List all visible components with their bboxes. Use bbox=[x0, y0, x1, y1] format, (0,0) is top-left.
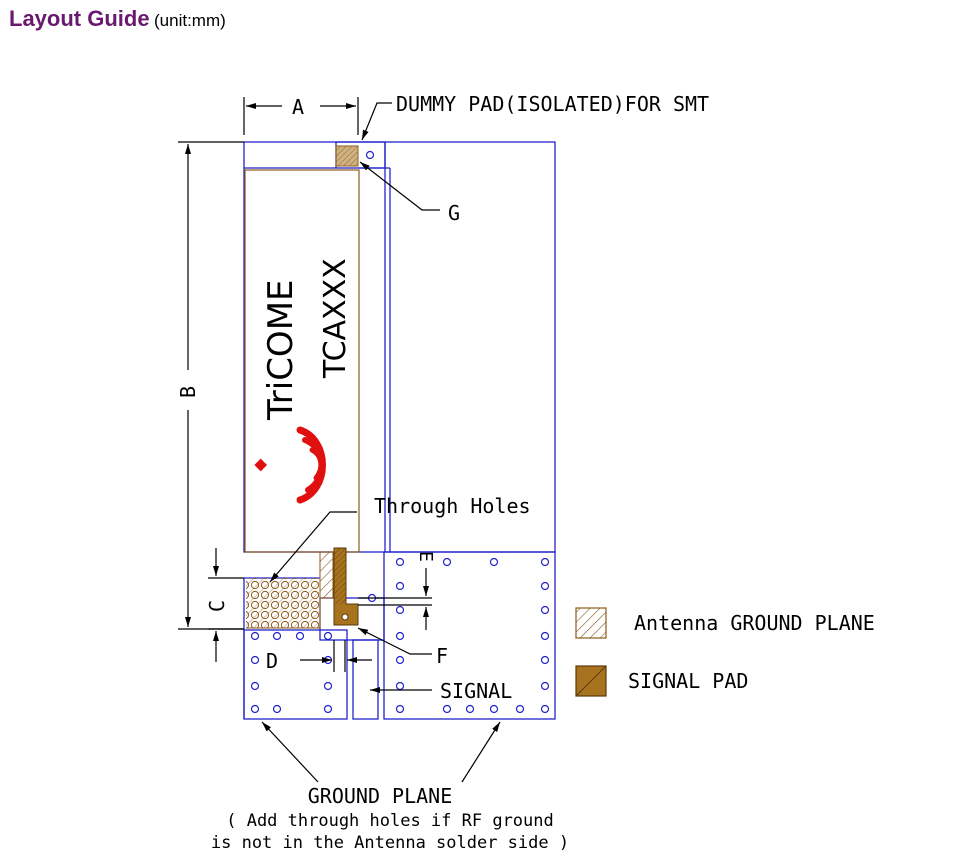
label-dummy-pad: DUMMY PAD(ISOLATED)FOR SMT bbox=[396, 92, 709, 116]
page-title: Layout Guide (unit:mm) bbox=[9, 6, 226, 32]
label-signal: SIGNAL bbox=[440, 679, 512, 703]
title-text: Layout Guide bbox=[9, 6, 150, 31]
legend: Antenna GROUND PLANE SIGNAL PAD bbox=[575, 607, 875, 697]
dummy-pad-callout: DUMMY PAD(ISOLATED)FOR SMT bbox=[361, 92, 709, 141]
via-hole bbox=[365, 150, 375, 160]
signal-callout: SIGNAL bbox=[370, 679, 512, 703]
legend-item-antenna-ground: Antenna GROUND PLANE bbox=[575, 607, 875, 639]
dimension-a: A bbox=[243, 95, 359, 135]
dimension-c: C bbox=[205, 548, 244, 662]
antenna-chip: TriCOME TCAXXX bbox=[244, 169, 360, 553]
label-b: B bbox=[176, 386, 200, 398]
chip-model-text: TCAXXX bbox=[318, 258, 353, 379]
dimension-b: B bbox=[176, 141, 244, 630]
legend-label-signal-pad: SIGNAL PAD bbox=[628, 669, 748, 693]
hatch-swatch-icon bbox=[575, 607, 607, 639]
label-ground-plane: GROUND PLANE bbox=[308, 784, 453, 808]
antenna-ground-plane bbox=[246, 551, 334, 629]
label-g: G bbox=[448, 201, 460, 225]
label-d: D bbox=[266, 649, 278, 673]
chip-brand-text: TriCOME bbox=[261, 279, 301, 421]
ground-note-line-1: ( Add through holes if RF ground bbox=[226, 811, 554, 831]
left-ground-plane bbox=[243, 629, 348, 720]
through-holes-callout: Through Holes bbox=[269, 494, 531, 583]
g-callout: G bbox=[359, 161, 460, 225]
signal-trace bbox=[352, 639, 379, 720]
legend-item-signal-pad: SIGNAL PAD bbox=[575, 665, 748, 697]
title-unit: (unit:mm) bbox=[154, 11, 226, 30]
label-through-holes: Through Holes bbox=[374, 494, 531, 518]
tricome-logo-icon bbox=[254, 426, 326, 504]
dimension-e: E bbox=[358, 551, 436, 630]
antenna-body bbox=[244, 169, 360, 553]
ground-plane-callout: GROUND PLANE ( Add through holes if RF g… bbox=[211, 721, 569, 853]
dimension-d: D bbox=[266, 640, 372, 673]
legend-label-antenna-ground: Antenna GROUND PLANE bbox=[634, 611, 875, 635]
label-e: E bbox=[415, 551, 436, 562]
label-f: F bbox=[436, 644, 448, 668]
ground-note-line-2: is not in the Antenna solder side ) bbox=[211, 833, 569, 853]
signal-pad bbox=[333, 547, 359, 626]
label-c: C bbox=[205, 600, 229, 612]
f-callout: F bbox=[357, 627, 448, 668]
label-a: A bbox=[292, 95, 304, 119]
